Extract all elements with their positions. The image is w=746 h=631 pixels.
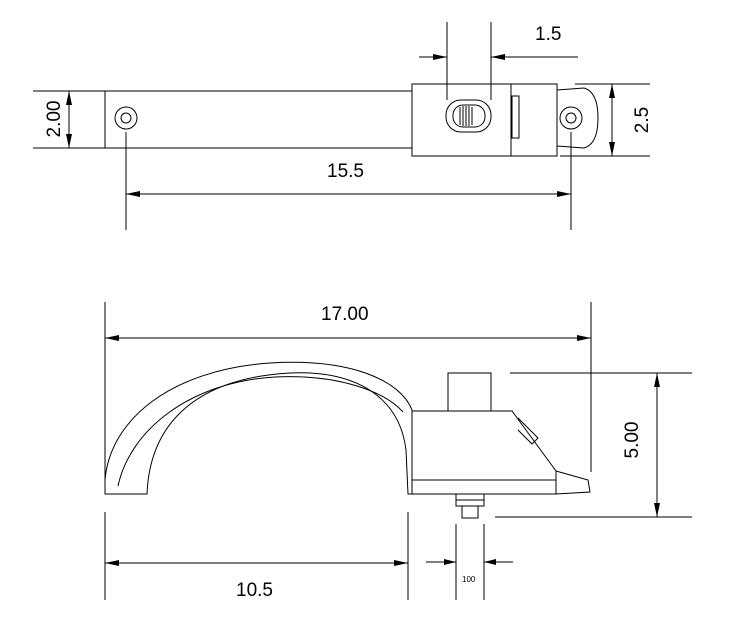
dim-handle-length-label: 10.5 (236, 580, 273, 601)
top-pin-block (447, 372, 492, 412)
dim-arrow (66, 134, 72, 148)
right-lug (556, 87, 599, 149)
dim-arrow (609, 142, 615, 156)
dim-arrow (444, 559, 456, 565)
lock-side-tab (511, 95, 520, 139)
lock-body-top (411, 83, 558, 157)
lock-side-button (517, 417, 539, 445)
right-mount-hole-inner (565, 112, 577, 124)
dim-arrow (577, 335, 591, 341)
dim-arrow (484, 559, 496, 565)
bottom-pin-tip (461, 505, 479, 519)
dim-arrow (66, 91, 72, 105)
dim-arrow (491, 54, 505, 60)
dim-arrow (609, 84, 615, 98)
left-mount-hole-outer (114, 106, 138, 130)
dim-arrow (433, 54, 447, 60)
dim-arrow (654, 373, 660, 387)
dim-arrow (654, 503, 660, 517)
dim-overall-length-label: 17.00 (321, 304, 369, 325)
dim-arrow (105, 560, 119, 566)
dim-strap-height-label: 2.00 (44, 101, 65, 138)
latch-tip (555, 470, 591, 495)
handle-arc-highlight (117, 376, 404, 487)
dim-body-height-label: 2.5 (632, 107, 653, 133)
top-strap (104, 90, 413, 149)
dim-arrow (126, 191, 140, 197)
dim-slot-width-label: 1.5 (535, 24, 561, 45)
lock-body-side (411, 410, 557, 495)
dim-arrow (394, 560, 408, 566)
handle-arc (104, 361, 413, 495)
side-view: 17.00 5.00 10.5 100 (104, 302, 692, 601)
right-mount-hole-outer (559, 106, 583, 130)
dim-arrow (105, 335, 119, 341)
dim-pin-label: 100 (462, 575, 476, 584)
slide-button-outer (445, 99, 492, 133)
dim-arrow (557, 191, 571, 197)
left-mount-hole-inner (120, 112, 132, 124)
top-view: 1.5 2.00 2.5 15.5 (33, 22, 653, 230)
dim-height-label: 5.00 (622, 422, 643, 459)
dim-hole-spacing-label: 15.5 (327, 161, 364, 182)
slide-button-inner (452, 104, 486, 128)
